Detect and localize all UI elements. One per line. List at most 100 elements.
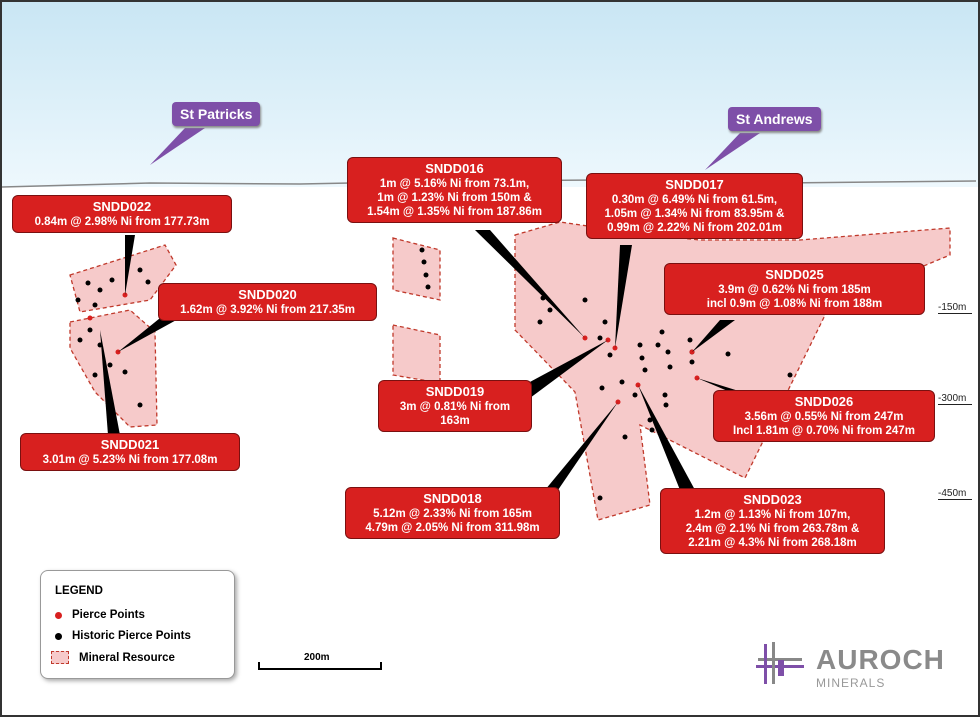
callout-sndd021: SNDD021 3.01m @ 5.23% Ni from 177.08m (20, 433, 240, 471)
historic-pierce-point (421, 259, 427, 265)
red-dot-icon (55, 611, 62, 619)
callout-sndd016: SNDD016 1m @ 5.16% Ni from 73.1m, 1m @ 1.2… (347, 157, 562, 223)
intercept: 1.05m @ 1.34% Ni from 83.95m & (604, 208, 785, 220)
resource-swatch-icon (51, 651, 69, 664)
hole-id: SNDD025 (765, 267, 824, 282)
legend-item: Historic Pierce Points (72, 630, 191, 642)
historic-pierce-point (639, 355, 645, 361)
resource-small-upper (392, 237, 441, 301)
historic-pierce-point (92, 372, 98, 378)
hole-id: SNDD018 (423, 491, 482, 506)
historic-pierce-point (599, 385, 605, 391)
intercept: 3.01m @ 5.23% Ni from 177.08m (42, 454, 218, 466)
historic-pierce-point (77, 337, 83, 343)
intercept: 3.56m @ 0.55% Ni from 247m (744, 411, 904, 423)
resource-stpatricks-upper (69, 244, 177, 313)
pointer-sndd019 (515, 340, 608, 398)
logo-sub: MINERALS (816, 676, 886, 690)
historic-pierce-point (655, 342, 661, 348)
logo-mark-icon (756, 642, 804, 684)
historic-pierce-point (425, 284, 431, 290)
historic-pierce-point (637, 342, 643, 348)
depth-label-300: -300m (938, 393, 973, 405)
historic-pierce-point (109, 277, 115, 283)
pointer-sndd023 (638, 385, 695, 490)
historic-pierce-point (122, 369, 128, 375)
historic-pierce-point (85, 280, 91, 286)
historic-pierce-point (423, 272, 429, 278)
intercept: Incl 1.81m @ 0.70% Ni from 247m (733, 425, 915, 437)
historic-pierce-point (689, 359, 695, 365)
hole-id: SNDD026 (794, 394, 854, 409)
intercept: 1m @ 1.23% Ni from 150m & (377, 192, 532, 204)
scale-bar (258, 662, 382, 670)
intercept: 1m @ 5.16% Ni from 73.1m, (379, 178, 530, 190)
historic-pierce-point (419, 247, 425, 253)
historic-pierce-point (547, 307, 553, 313)
pierce-point (87, 315, 93, 321)
depth-label-450: -450m (938, 488, 973, 500)
historic-pierce-point (642, 367, 648, 373)
pointer-sndd016 (475, 230, 585, 338)
pointer-stpatricks (150, 128, 205, 165)
historic-pierce-point (687, 337, 693, 343)
intercept: 3m @ 0.81% Ni from 163m (399, 401, 511, 427)
scale-label: 200m (304, 652, 330, 663)
historic-pierce-point (87, 327, 93, 333)
historic-pierce-point (725, 351, 731, 357)
historic-pierce-point (647, 417, 653, 423)
pointer-sndd026 (697, 378, 742, 392)
legend: LEGEND Pierce Points Historic Pierce Poi… (40, 570, 235, 679)
historic-pierce-point (107, 362, 113, 368)
historic-pierce-point (97, 287, 103, 293)
historic-pierce-point (602, 319, 608, 325)
callout-sndd022: SNDD022 0.84m @ 2.98% Ni from 177.73m (12, 195, 232, 233)
hole-id: SNDD022 (92, 199, 152, 214)
intercept: 2.21m @ 4.3% Ni from 268.18m (688, 537, 857, 549)
hole-id: SNDD017 (665, 177, 724, 192)
black-dot-icon (55, 632, 62, 640)
intercept: 4.79m @ 2.05% Ni from 311.98m (365, 522, 540, 534)
historic-pierce-point (663, 402, 669, 408)
historic-pierce-point (662, 392, 668, 398)
depth-label-150: -150m (938, 302, 973, 314)
historic-pierce-point (787, 372, 793, 378)
historic-pierce-point (537, 319, 543, 325)
pointer-sndd018 (545, 402, 618, 490)
historic-pierce-point (137, 267, 143, 273)
intercept: 0.84m @ 2.98% Ni from 177.73m (34, 216, 210, 228)
hole-id: SNDD020 (238, 287, 297, 302)
historic-pierce-point (75, 297, 81, 303)
intercept: 1.54m @ 1.35% Ni from 187.86m (367, 206, 542, 218)
intercept: 0.30m @ 6.49% Ni from 61.5m, (611, 194, 778, 206)
historic-pierce-point (632, 392, 638, 398)
historic-pierce-point (622, 434, 628, 440)
historic-pierce-point (597, 495, 603, 501)
intercept: 3.9m @ 0.62% Ni from 185m (718, 284, 871, 296)
historic-pierce-point (92, 302, 98, 308)
historic-pierce-point (597, 335, 603, 341)
intercept: 2.4m @ 2.1% Ni from 263.78m & (685, 523, 860, 535)
resource-small-lower (392, 324, 441, 384)
historic-pierce-point (582, 297, 588, 303)
historic-pierce-point (145, 279, 151, 285)
logo-name: AUROCH (816, 644, 945, 675)
callout-sndd017: SNDD017 0.30m @ 6.49% Ni from 61.5m, 1.05m… (586, 173, 803, 239)
hole-id: SNDD021 (100, 437, 160, 452)
sky-background (2, 2, 978, 187)
label-st-patricks: St Patricks (172, 102, 261, 126)
legend-item: Pierce Points (72, 609, 145, 621)
pointer-sndd021 (100, 330, 120, 435)
pointer-sndd025 (692, 320, 735, 352)
label-st-andrews: St Andrews (728, 107, 821, 131)
hole-id: SNDD023 (743, 492, 802, 507)
hole-id: SNDD016 (425, 161, 484, 176)
pointer-sndd017 (615, 245, 632, 348)
auroch-logo: AUROCH MINERALS (752, 640, 952, 690)
